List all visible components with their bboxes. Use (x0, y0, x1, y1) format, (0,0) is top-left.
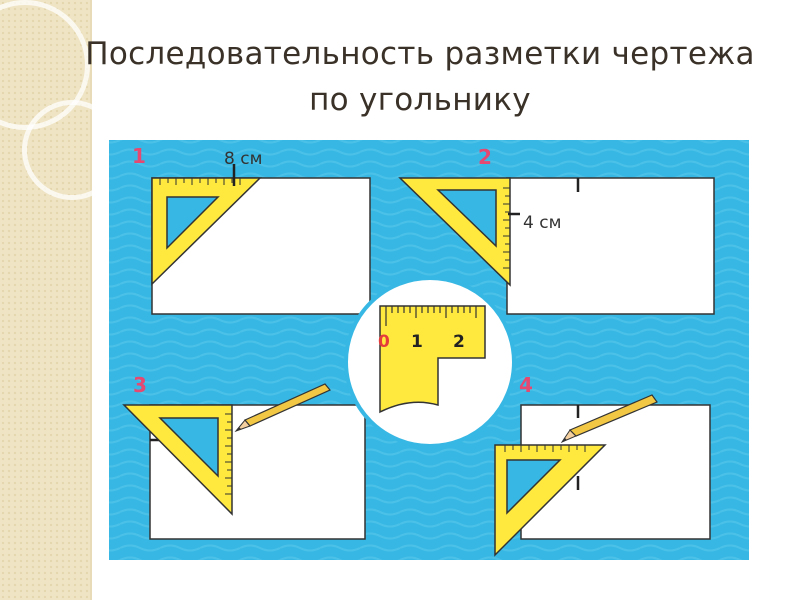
ruler-mark-2: 2 (453, 332, 465, 352)
step-number: 3 (133, 373, 147, 397)
set-square (398, 177, 511, 287)
step-1-panel: 1 8 см (132, 144, 371, 315)
side-strip-edge (90, 0, 92, 600)
ruler-ticks (159, 178, 241, 185)
pencil-icon (560, 394, 658, 444)
slide-title-line-2: по угольнику (309, 82, 531, 118)
step-number: 1 (132, 144, 146, 168)
ruler-ticks (385, 306, 477, 326)
set-square (494, 444, 607, 557)
ruler-ticks (225, 413, 232, 495)
paper-sheet (506, 177, 715, 315)
ruler-ticks (503, 187, 510, 269)
ruler-ticks (504, 445, 586, 452)
magnifier-circle: 0 1 2 (344, 276, 516, 448)
step-3-panel: 3 (122, 373, 366, 540)
step-number: 4 (519, 373, 533, 397)
pencil-icon (234, 383, 331, 433)
paper-sheet (149, 404, 366, 540)
set-square (151, 177, 262, 286)
set-square (122, 404, 233, 516)
step-number: 2 (478, 145, 492, 169)
set-square-corner (379, 305, 486, 414)
slide-title-line-1: Последовательность разметки чертежа (85, 36, 755, 72)
ruler-mark-0: 0 (378, 332, 390, 352)
ruler-mark-1: 1 (411, 332, 423, 352)
measure-label-8cm: 8 см (224, 149, 262, 169)
step-2-panel: 2 4 см (398, 145, 715, 315)
step-4-panel: 4 (494, 373, 711, 557)
measure-label-4cm: 4 см (523, 213, 561, 233)
